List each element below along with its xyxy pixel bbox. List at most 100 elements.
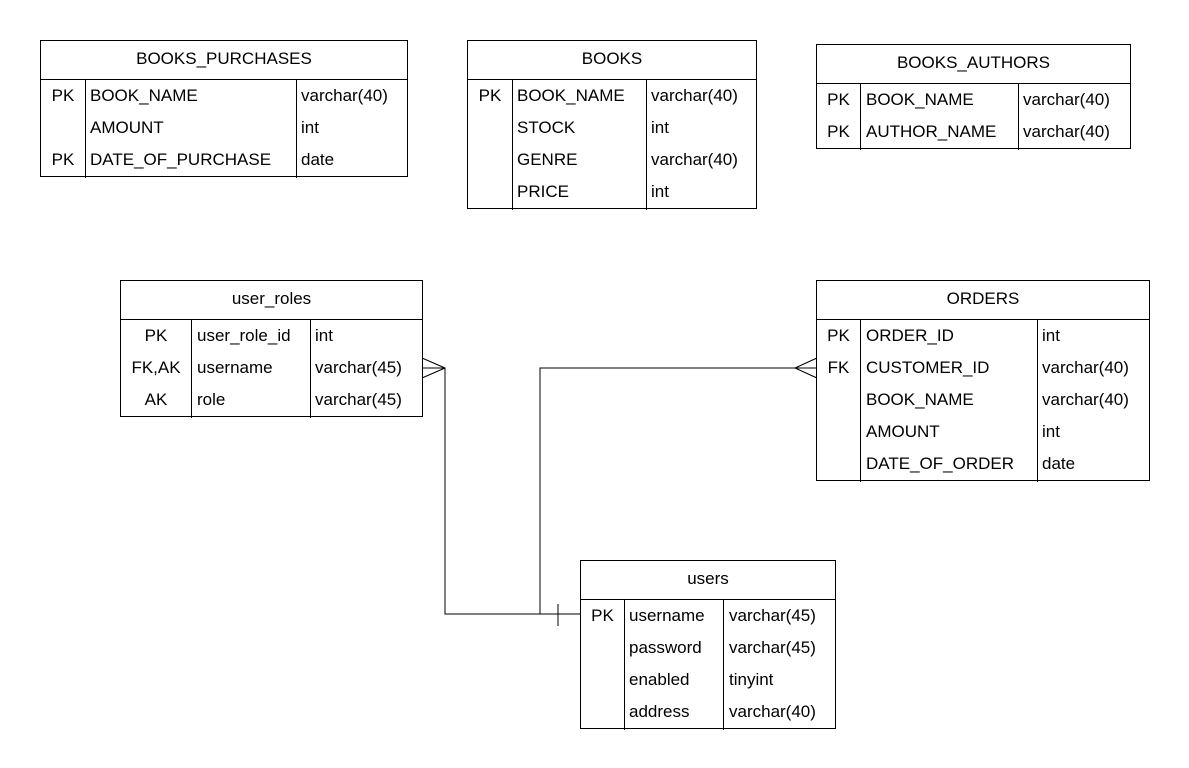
- table-row: GENRE varchar(40): [468, 146, 756, 178]
- table-books-authors[interactable]: BOOKS_AUTHORS PK BOOK_NAME varchar(40) P…: [816, 44, 1131, 150]
- key-cell: [41, 114, 85, 146]
- table-row: PK DATE_OF_PURCHASE date: [41, 146, 407, 178]
- column-type: varchar(40): [1023, 90, 1110, 109]
- table-row: PK user_role_id int: [121, 322, 422, 354]
- column-name: username: [197, 358, 273, 377]
- key-cell: AK: [144, 390, 168, 409]
- crowfoot-user-roles: [421, 367, 446, 379]
- table-books[interactable]: BOOKS PK BOOK_NAME varchar(40) STOCK int…: [467, 40, 757, 210]
- table-row: AK role varchar(45): [121, 386, 422, 418]
- table-row: PK BOOK_NAME varchar(40): [468, 82, 756, 114]
- key-cell: FK: [827, 358, 850, 377]
- table-row: PK AUTHOR_NAME varchar(40): [817, 118, 1130, 150]
- table-row: STOCK int: [468, 114, 756, 146]
- table-row: PK ORDER_ID int: [817, 322, 1149, 354]
- table-books-purchases[interactable]: BOOKS_PURCHASES PK BOOK_NAME varchar(40)…: [40, 40, 408, 178]
- column-type: varchar(45): [729, 606, 816, 625]
- table-row: enabled tinyint: [581, 666, 835, 698]
- column-name: PRICE: [517, 182, 569, 201]
- column-name: AUTHOR_NAME: [866, 122, 997, 141]
- table-row: PK BOOK_NAME varchar(40): [41, 82, 407, 114]
- rel-users-orders: [539, 367, 817, 614]
- column-type: int: [1042, 326, 1060, 345]
- crowfoot-orders: [794, 367, 818, 379]
- crowfoot-user-roles: [421, 357, 446, 369]
- rel-users-user-roles: [422, 367, 580, 615]
- key-cell: [817, 418, 860, 450]
- column-name: username: [629, 606, 705, 625]
- key-cell: [817, 450, 860, 482]
- column-name: GENRE: [517, 150, 578, 169]
- table-row: password varchar(45): [581, 634, 835, 666]
- table-title: BOOKS: [468, 41, 756, 80]
- column-name: address: [629, 702, 690, 721]
- table-users[interactable]: users PK username varchar(45) password v…: [580, 560, 836, 730]
- column-name: AMOUNT: [90, 118, 164, 137]
- column-type: varchar(45): [315, 390, 402, 409]
- column-type: varchar(40): [1042, 390, 1129, 409]
- table-row: BOOK_NAME varchar(40): [817, 386, 1149, 418]
- key-cell: [581, 634, 624, 666]
- column-name: user_role_id: [197, 326, 291, 345]
- column-type: varchar(40): [651, 86, 738, 105]
- table-title: BOOKS_PURCHASES: [41, 41, 407, 80]
- table-row: PRICE int: [468, 178, 756, 210]
- key-cell: [468, 114, 512, 146]
- table-row: PK username varchar(45): [581, 602, 835, 634]
- key-cell: [581, 666, 624, 698]
- key-cell: [817, 386, 860, 418]
- column-type: varchar(40): [1023, 122, 1110, 141]
- key-cell: PK: [478, 86, 502, 105]
- column-type: int: [651, 182, 669, 201]
- column-type: date: [1042, 454, 1076, 473]
- column-type: int: [1042, 422, 1060, 441]
- key-cell: [468, 146, 512, 178]
- key-cell: PK: [827, 90, 850, 109]
- column-type: int: [301, 118, 319, 137]
- table-row: AMOUNT int: [817, 418, 1149, 450]
- column-type: varchar(45): [729, 638, 816, 657]
- key-cell: PK: [591, 606, 614, 625]
- column-type: varchar(45): [315, 358, 402, 377]
- column-type: date: [301, 150, 335, 169]
- column-type: varchar(40): [1042, 358, 1129, 377]
- table-row: AMOUNT int: [41, 114, 407, 146]
- table-title: user_roles: [121, 281, 422, 320]
- table-row: FK,AK username varchar(45): [121, 354, 422, 386]
- column-name: BOOK_NAME: [517, 86, 625, 105]
- key-cell: PK: [51, 150, 75, 169]
- table-row: PK BOOK_NAME varchar(40): [817, 86, 1130, 118]
- key-cell: PK: [144, 326, 168, 345]
- crowfoot-orders: [794, 357, 818, 369]
- key-cell: [581, 698, 624, 730]
- column-name: BOOK_NAME: [90, 86, 198, 105]
- key-cell: FK,AK: [131, 358, 181, 377]
- column-name: enabled: [629, 670, 690, 689]
- column-name: password: [629, 638, 702, 657]
- table-row: FK CUSTOMER_ID varchar(40): [817, 354, 1149, 386]
- table-title: users: [581, 561, 835, 600]
- key-cell: PK: [827, 326, 850, 345]
- column-type: tinyint: [729, 670, 774, 689]
- column-type: varchar(40): [651, 150, 738, 169]
- table-title: ORDERS: [817, 281, 1149, 320]
- column-type: varchar(40): [729, 702, 816, 721]
- column-name: DATE_OF_ORDER: [866, 454, 1014, 473]
- table-orders[interactable]: ORDERS PK ORDER_ID int FK CUSTOMER_ID va…: [816, 280, 1150, 482]
- column-name: CUSTOMER_ID: [866, 358, 990, 377]
- column-name: ORDER_ID: [866, 326, 954, 345]
- column-name: role: [197, 390, 226, 409]
- column-name: BOOK_NAME: [866, 390, 974, 409]
- key-cell: [468, 178, 512, 210]
- table-user-roles[interactable]: user_roles PK user_role_id int FK,AK use…: [120, 280, 423, 418]
- table-row: DATE_OF_ORDER date: [817, 450, 1149, 482]
- table-row: address varchar(40): [581, 698, 835, 730]
- column-type: int: [315, 326, 333, 345]
- column-type: int: [651, 118, 669, 137]
- key-cell: PK: [51, 86, 75, 105]
- table-title: BOOKS_AUTHORS: [817, 45, 1130, 84]
- column-name: AMOUNT: [866, 422, 940, 441]
- column-name: DATE_OF_PURCHASE: [90, 150, 272, 169]
- column-type: varchar(40): [301, 86, 388, 105]
